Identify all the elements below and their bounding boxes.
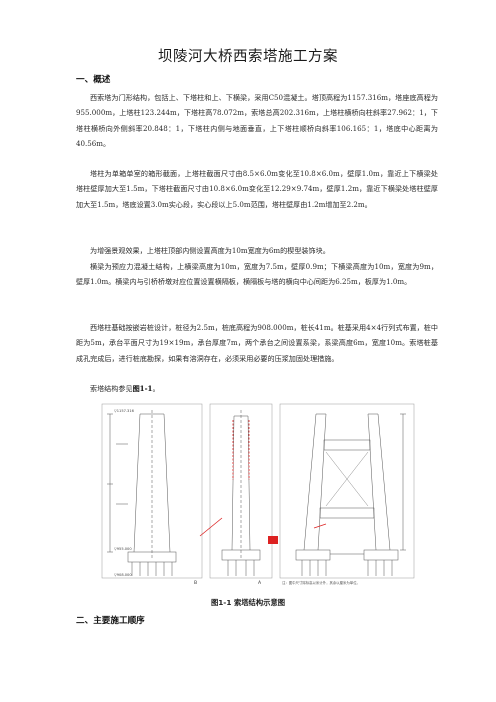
- panel-section-frame: [209, 403, 273, 579]
- front-right-pile-cap: [363, 549, 399, 561]
- upper-crossbeam: [323, 439, 371, 451]
- front-left-pile-cap: [295, 549, 331, 561]
- front-left-leg-inner: [317, 413, 327, 551]
- side-pile-cap: [127, 551, 177, 563]
- red-marker-box: [268, 536, 278, 544]
- panel-label-a: A: [258, 580, 262, 586]
- section-heading-construction-sequence: 二、主要施工顺序: [76, 616, 145, 626]
- paragraph-crossbeam: 横梁为预应力混凝土结构，上横梁高度为10m，宽度为7.5m，壁厚0.9m；下横梁…: [76, 262, 438, 287]
- drawing-note: 注：图中尺寸除标高以米计外，其余以厘米为单位。: [282, 580, 360, 585]
- elevation-pile-label: ▽908.000: [114, 573, 132, 577]
- front-left-leg-outer: [303, 413, 317, 551]
- tower-drawing-svg: ▽1157.316 ▽955.000 ▽908.000 B A 注：图中尺寸除标…: [101, 403, 415, 586]
- tower-structure-drawing: ▽1157.316 ▽955.000 ▽908.000 B A 注：图中尺寸除标…: [98, 400, 418, 590]
- red-arrow: [313, 523, 327, 529]
- front-right-leg-inner: [367, 413, 377, 551]
- paragraph-figure-reference: 索塔结构参见图1-1。: [76, 381, 438, 396]
- figure-caption: 图1-1 索塔结构示意图: [210, 598, 286, 607]
- paragraph-foundation: 西塔柱基础按嵌岩桩设计，桩径为2.5m，桩底高程为908.000m，桩长41m。…: [76, 323, 438, 363]
- panel-label-b: B: [194, 580, 197, 586]
- elevation-base-label: ▽955.000: [114, 547, 132, 551]
- section-pile-cap: [221, 549, 261, 561]
- elevation-top-label: ▽1157.316: [114, 409, 135, 413]
- side-tower-right-edge: [163, 413, 171, 553]
- section-wall-right: [247, 415, 251, 551]
- lower-crossbeam: [319, 507, 375, 519]
- front-right-leg-outer: [377, 413, 391, 551]
- side-tower-left-edge: [133, 413, 141, 553]
- paragraph-decoration: 为增强景观效果，上塔柱顶部内侧设置高度为10m宽度为6m的楔型装饰块。: [90, 246, 330, 255]
- paragraph-structure: 西索塔为门形结构，包括上、下塔柱和上、下横梁，采用C50混凝土。塔顶高程为115…: [76, 93, 438, 149]
- figure-ref-prefix: 索塔结构参见: [90, 384, 133, 393]
- figure-ref-suffix: 。: [152, 384, 160, 393]
- page-title: 坝陵河大桥西索塔施工方案: [158, 49, 338, 65]
- section-wall-left: [231, 415, 235, 551]
- red-leader-line: [199, 517, 223, 537]
- panel-front-elevation-frame: [279, 403, 415, 579]
- panel-side-elevation-frame: [101, 403, 203, 579]
- paragraph-tower-section: 塔柱为单箱单室的箱形截面，上塔柱截面尺寸由8.5×6.0m变化至10.8×6.0…: [76, 169, 438, 209]
- figure-ref-link: 图1-1: [132, 384, 153, 393]
- section-heading-overview: 一、概述: [76, 75, 111, 85]
